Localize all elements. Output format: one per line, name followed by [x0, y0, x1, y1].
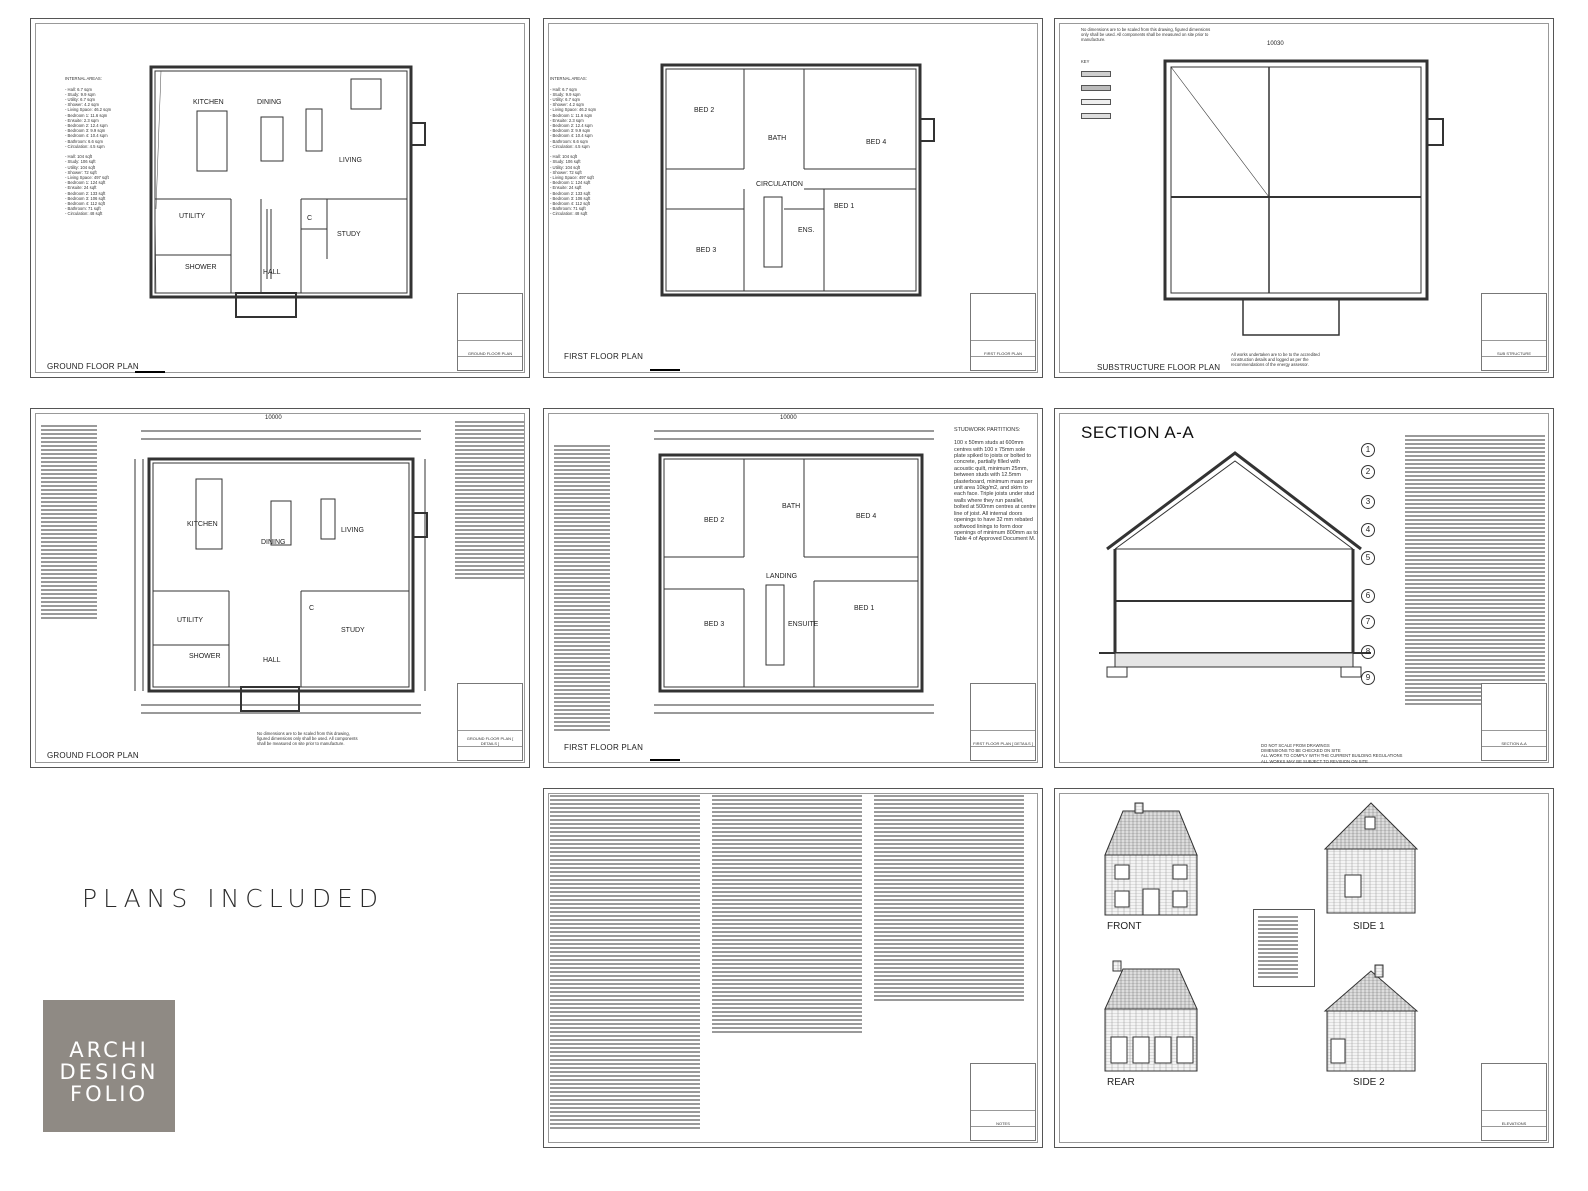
ground-floor-detail-sheet: 10000 KITCHEN DINING LIVING UTILITY C S — [30, 408, 530, 768]
studwork-partitions-note: STUDWORK PARTITIONS: 100 x 50mm studs at… — [954, 427, 1038, 543]
sheet-caption: GROUND FLOOR PLAN — [47, 751, 139, 760]
sheet-caption: SUBSTRUCTURE FLOOR PLAN — [1097, 363, 1221, 372]
room-label-bath: BATH — [768, 135, 787, 142]
section-marker: 9 — [1361, 671, 1375, 685]
elevation-label-front: FRONT — [1107, 921, 1142, 932]
dimension-note: No dimensions are to be scaled from this… — [1081, 27, 1211, 43]
elevations-drawing — [1104, 802, 1419, 1072]
room-label-utility: UTILITY — [177, 617, 204, 624]
section-title: SECTION A-A — [1081, 423, 1195, 442]
sheet-caption: FIRST FLOOR PLAN — [564, 743, 644, 752]
title-block: SUB STRUCTURE — [1481, 293, 1547, 371]
section-drawing — [1099, 451, 1371, 678]
section-spec-notes — [1405, 435, 1545, 707]
plans-included-heading: PLANS INCLUDED — [82, 884, 385, 913]
title-block: SECTION A-A — [1481, 683, 1547, 761]
notes-column-1 — [550, 795, 700, 1131]
title-block: NOTES — [970, 1063, 1036, 1141]
first-floor-drawing — [660, 63, 935, 297]
room-label-dining: DINING — [261, 539, 286, 546]
room-label-landing: LANDING — [766, 573, 798, 580]
first-floor-plan-sheet: INTERNAL AREAS: - Hall: 6.7 sqm - Study:… — [543, 18, 1043, 378]
room-label-bed3: BED 3 — [696, 247, 717, 254]
regulations-note: DO NOT SCALE FROM DRAWINGS DIMENSIONS TO… — [1261, 743, 1403, 764]
elevation-label-side1: SIDE 1 — [1353, 921, 1385, 932]
notes-sheet: NOTES — [543, 788, 1043, 1148]
room-label-utility: UTILITY — [179, 213, 206, 220]
section-marker: 6 — [1361, 589, 1375, 603]
scale-bar — [650, 757, 710, 763]
key-title: KEY — [1081, 59, 1090, 64]
section-aa-sheet: SECTION A-A 1 2 3 4 5 6 7 8 9 DO NOT SCA… — [1054, 408, 1554, 768]
section-marker: 4 — [1361, 523, 1375, 537]
room-label-cupboard: C — [307, 215, 313, 222]
notes-column-2 — [712, 795, 862, 1035]
works-note: All works undertaken are to be to the ac… — [1231, 352, 1320, 368]
room-label-cupboard: C — [309, 605, 315, 612]
room-label-ensuite: ENSUITE — [788, 621, 819, 628]
title-block: GROUND FLOOR PLAN — [457, 293, 523, 371]
room-label-living: LIVING — [339, 157, 362, 164]
room-label-bed1: BED 1 — [834, 203, 855, 210]
room-label-living: LIVING — [341, 527, 364, 534]
title-block: FIRST FLOOR PLAN [ DETAILS ] — [970, 683, 1036, 761]
room-label-hall: HALL — [263, 269, 281, 276]
scale-bar — [650, 367, 710, 373]
ground-floor-detail-drawing — [134, 430, 428, 714]
section-marker: 5 — [1361, 551, 1375, 565]
elevations-sheet: FRONT SIDE 1 REAR SIDE 2 ELEVATIONS — [1054, 788, 1554, 1148]
overall-dimension: 10000 — [780, 415, 797, 421]
overall-dimension: 10000 — [265, 415, 282, 421]
sheet-caption: GROUND FLOOR PLAN — [47, 362, 139, 371]
title-block: FIRST FLOOR PLAN — [970, 293, 1036, 371]
scale-bar — [135, 369, 195, 375]
room-label-bed4: BED 4 — [856, 513, 877, 520]
elevation-label-rear: REAR — [1107, 1077, 1135, 1088]
room-label-hall: HALL — [263, 657, 281, 664]
section-marker: 7 — [1361, 615, 1375, 629]
room-label-bed1: BED 1 — [854, 605, 875, 612]
sheet-caption: FIRST FLOOR PLAN — [564, 352, 644, 361]
room-label-bed4: BED 4 — [866, 139, 887, 146]
section-marker: 1 — [1361, 443, 1375, 457]
section-marker: 8 — [1361, 645, 1375, 659]
room-label-shower: SHOWER — [189, 653, 221, 660]
room-label-study: STUDY — [341, 627, 365, 634]
internal-areas-schedule: INTERNAL AREAS: - Hall: 6.7 sqm - Study:… — [65, 76, 112, 217]
room-label-bath: BATH — [782, 503, 801, 510]
archi-design-folio-logo: ARCHI DESIGN FOLIO — [43, 1000, 175, 1132]
room-label-shower: SHOWER — [185, 264, 217, 271]
elevation-label-side2: SIDE 2 — [1353, 1077, 1385, 1088]
key-notes — [41, 425, 97, 621]
title-block: GROUND FLOOR PLAN [ DETAILS ] — [457, 683, 523, 761]
dimension-note: No dimensions are to be scaled from this… — [257, 731, 358, 747]
room-label-ensuite: ENS. — [798, 227, 815, 234]
title-block: ELEVATIONS — [1481, 1063, 1547, 1141]
internal-areas-schedule: INTERNAL AREAS: - Hall: 6.7 sqm - Study:… — [550, 76, 597, 217]
room-label-kitchen: KITCHEN — [193, 99, 224, 106]
section-marker: 3 — [1361, 495, 1375, 509]
key-swatches — [1081, 71, 1111, 119]
door-window-schedule — [455, 421, 525, 581]
ground-floor-drawing — [149, 65, 426, 318]
window-door-schedule-box — [1253, 909, 1315, 987]
room-label-bed2: BED 2 — [694, 107, 715, 114]
room-label-bed2: BED 2 — [704, 517, 725, 524]
substructure-plan-sheet: No dimensions are to be scaled from this… — [1054, 18, 1554, 378]
room-label-study: STUDY — [337, 231, 361, 238]
ground-floor-plan-sheet: INTERNAL AREAS: - Hall: 6.7 sqm - Study:… — [30, 18, 530, 378]
first-floor-detail-drawing — [654, 430, 934, 714]
first-floor-detail-sheet: 10000 BED 2 BATH BED 4 LANDING BED 3 ENS… — [543, 408, 1043, 768]
key-notes — [554, 445, 610, 733]
overall-dimension: 10030 — [1267, 41, 1284, 47]
room-label-kitchen: KITCHEN — [187, 521, 218, 528]
section-marker: 2 — [1361, 465, 1375, 479]
room-label-bed3: BED 3 — [704, 621, 725, 628]
room-label-dining: DINING — [257, 99, 282, 106]
notes-column-3 — [874, 795, 1024, 1003]
room-label-circulation: CIRCULATION — [756, 181, 803, 188]
substructure-drawing — [1163, 59, 1444, 336]
